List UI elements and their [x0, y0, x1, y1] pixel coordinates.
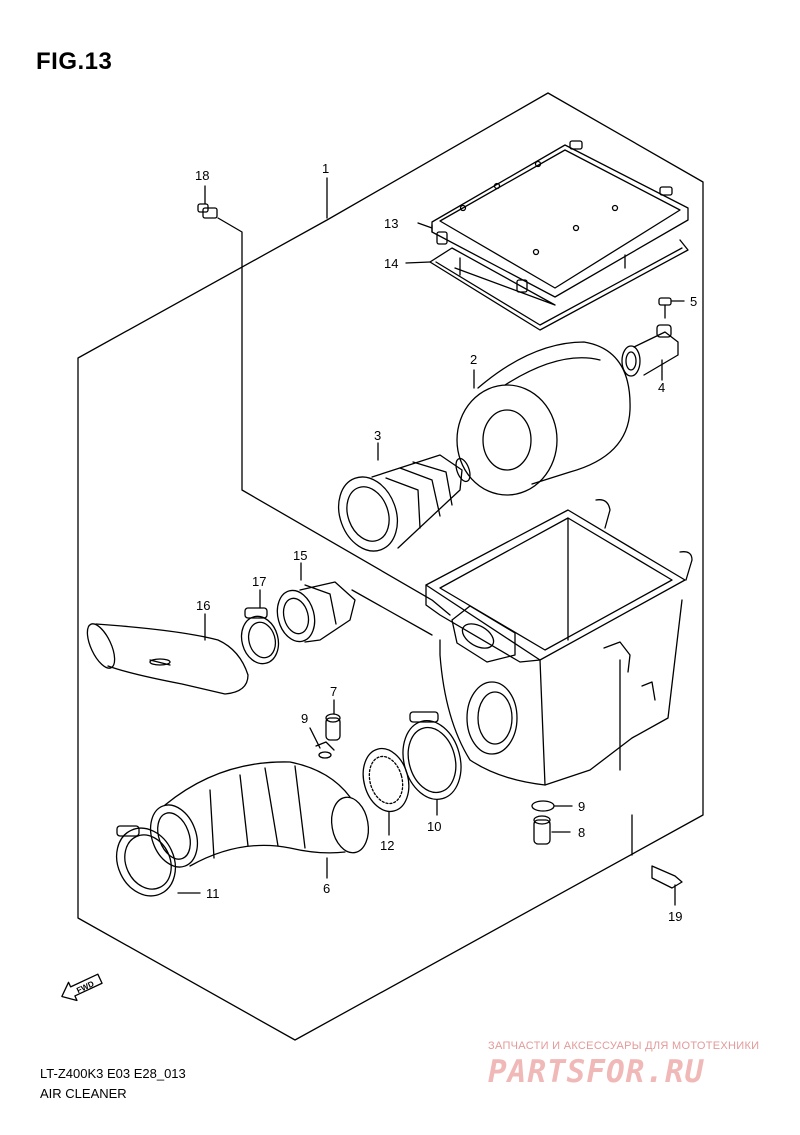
callout-4: 4 [658, 380, 665, 395]
intake-pipe-6 [149, 761, 370, 879]
screw-18 [197, 185, 218, 219]
callout-9-upper: 9 [301, 711, 308, 726]
section-name: AIR CLEANER [40, 1086, 127, 1101]
callout-11: 11 [206, 886, 220, 901]
outlet-hose-15 [276, 562, 433, 643]
callout-3: 3 [374, 428, 381, 443]
callout-7: 7 [330, 684, 337, 699]
callout-8: 8 [578, 825, 585, 840]
drain-cap-4 [621, 324, 679, 381]
callout-10: 10 [427, 819, 441, 834]
breather-fitting-7 [315, 699, 341, 751]
clamp-17 [240, 589, 280, 665]
callout-6: 6 [323, 881, 330, 896]
screw-5 [658, 297, 685, 319]
callout-9-lower: 9 [578, 799, 585, 814]
clip-9-upper [309, 727, 332, 759]
callout-16: 16 [196, 598, 210, 613]
assembly-boundary [77, 92, 704, 1041]
air-box-housing [425, 499, 693, 786]
callout-15: 15 [293, 548, 307, 563]
fwd-arrow-icon: FWD [61, 973, 103, 1002]
screen-12 [362, 747, 410, 836]
figure-title: FIG.13 [36, 48, 113, 75]
watermark-tagline: ЗАПЧАСТИ И АКСЕССУАРЫ ДЛЯ МОТОТЕХНИКИ [488, 1040, 760, 1052]
air-filter-element-2 [456, 341, 631, 496]
callout-17: 17 [252, 574, 266, 589]
callout-13: 13 [384, 216, 398, 231]
bolt-19 [631, 814, 683, 906]
callout-1: 1 [322, 161, 329, 176]
clip-9-lower [531, 800, 573, 812]
callout-12: 12 [380, 838, 394, 853]
housing-mount-line [217, 217, 451, 616]
callout-18: 18 [195, 168, 209, 183]
drain-plug-8 [533, 815, 571, 845]
seal-14 [405, 239, 689, 331]
inlet-duct-16 [86, 613, 249, 695]
cover-13 [417, 140, 689, 298]
clamp-10 [402, 711, 462, 816]
callout-14: 14 [384, 256, 398, 271]
clamp-11 [115, 825, 201, 897]
element-frame-3 [338, 442, 471, 552]
callout-2: 2 [470, 352, 477, 367]
watermark-brand: PARTSFOR.RU [488, 1054, 705, 1090]
callout-5: 5 [690, 294, 697, 309]
callout-19: 19 [668, 909, 682, 924]
model-code: LT-Z400K3 E03 E28_013 [40, 1066, 186, 1081]
fwd-label: FWD [75, 979, 96, 995]
